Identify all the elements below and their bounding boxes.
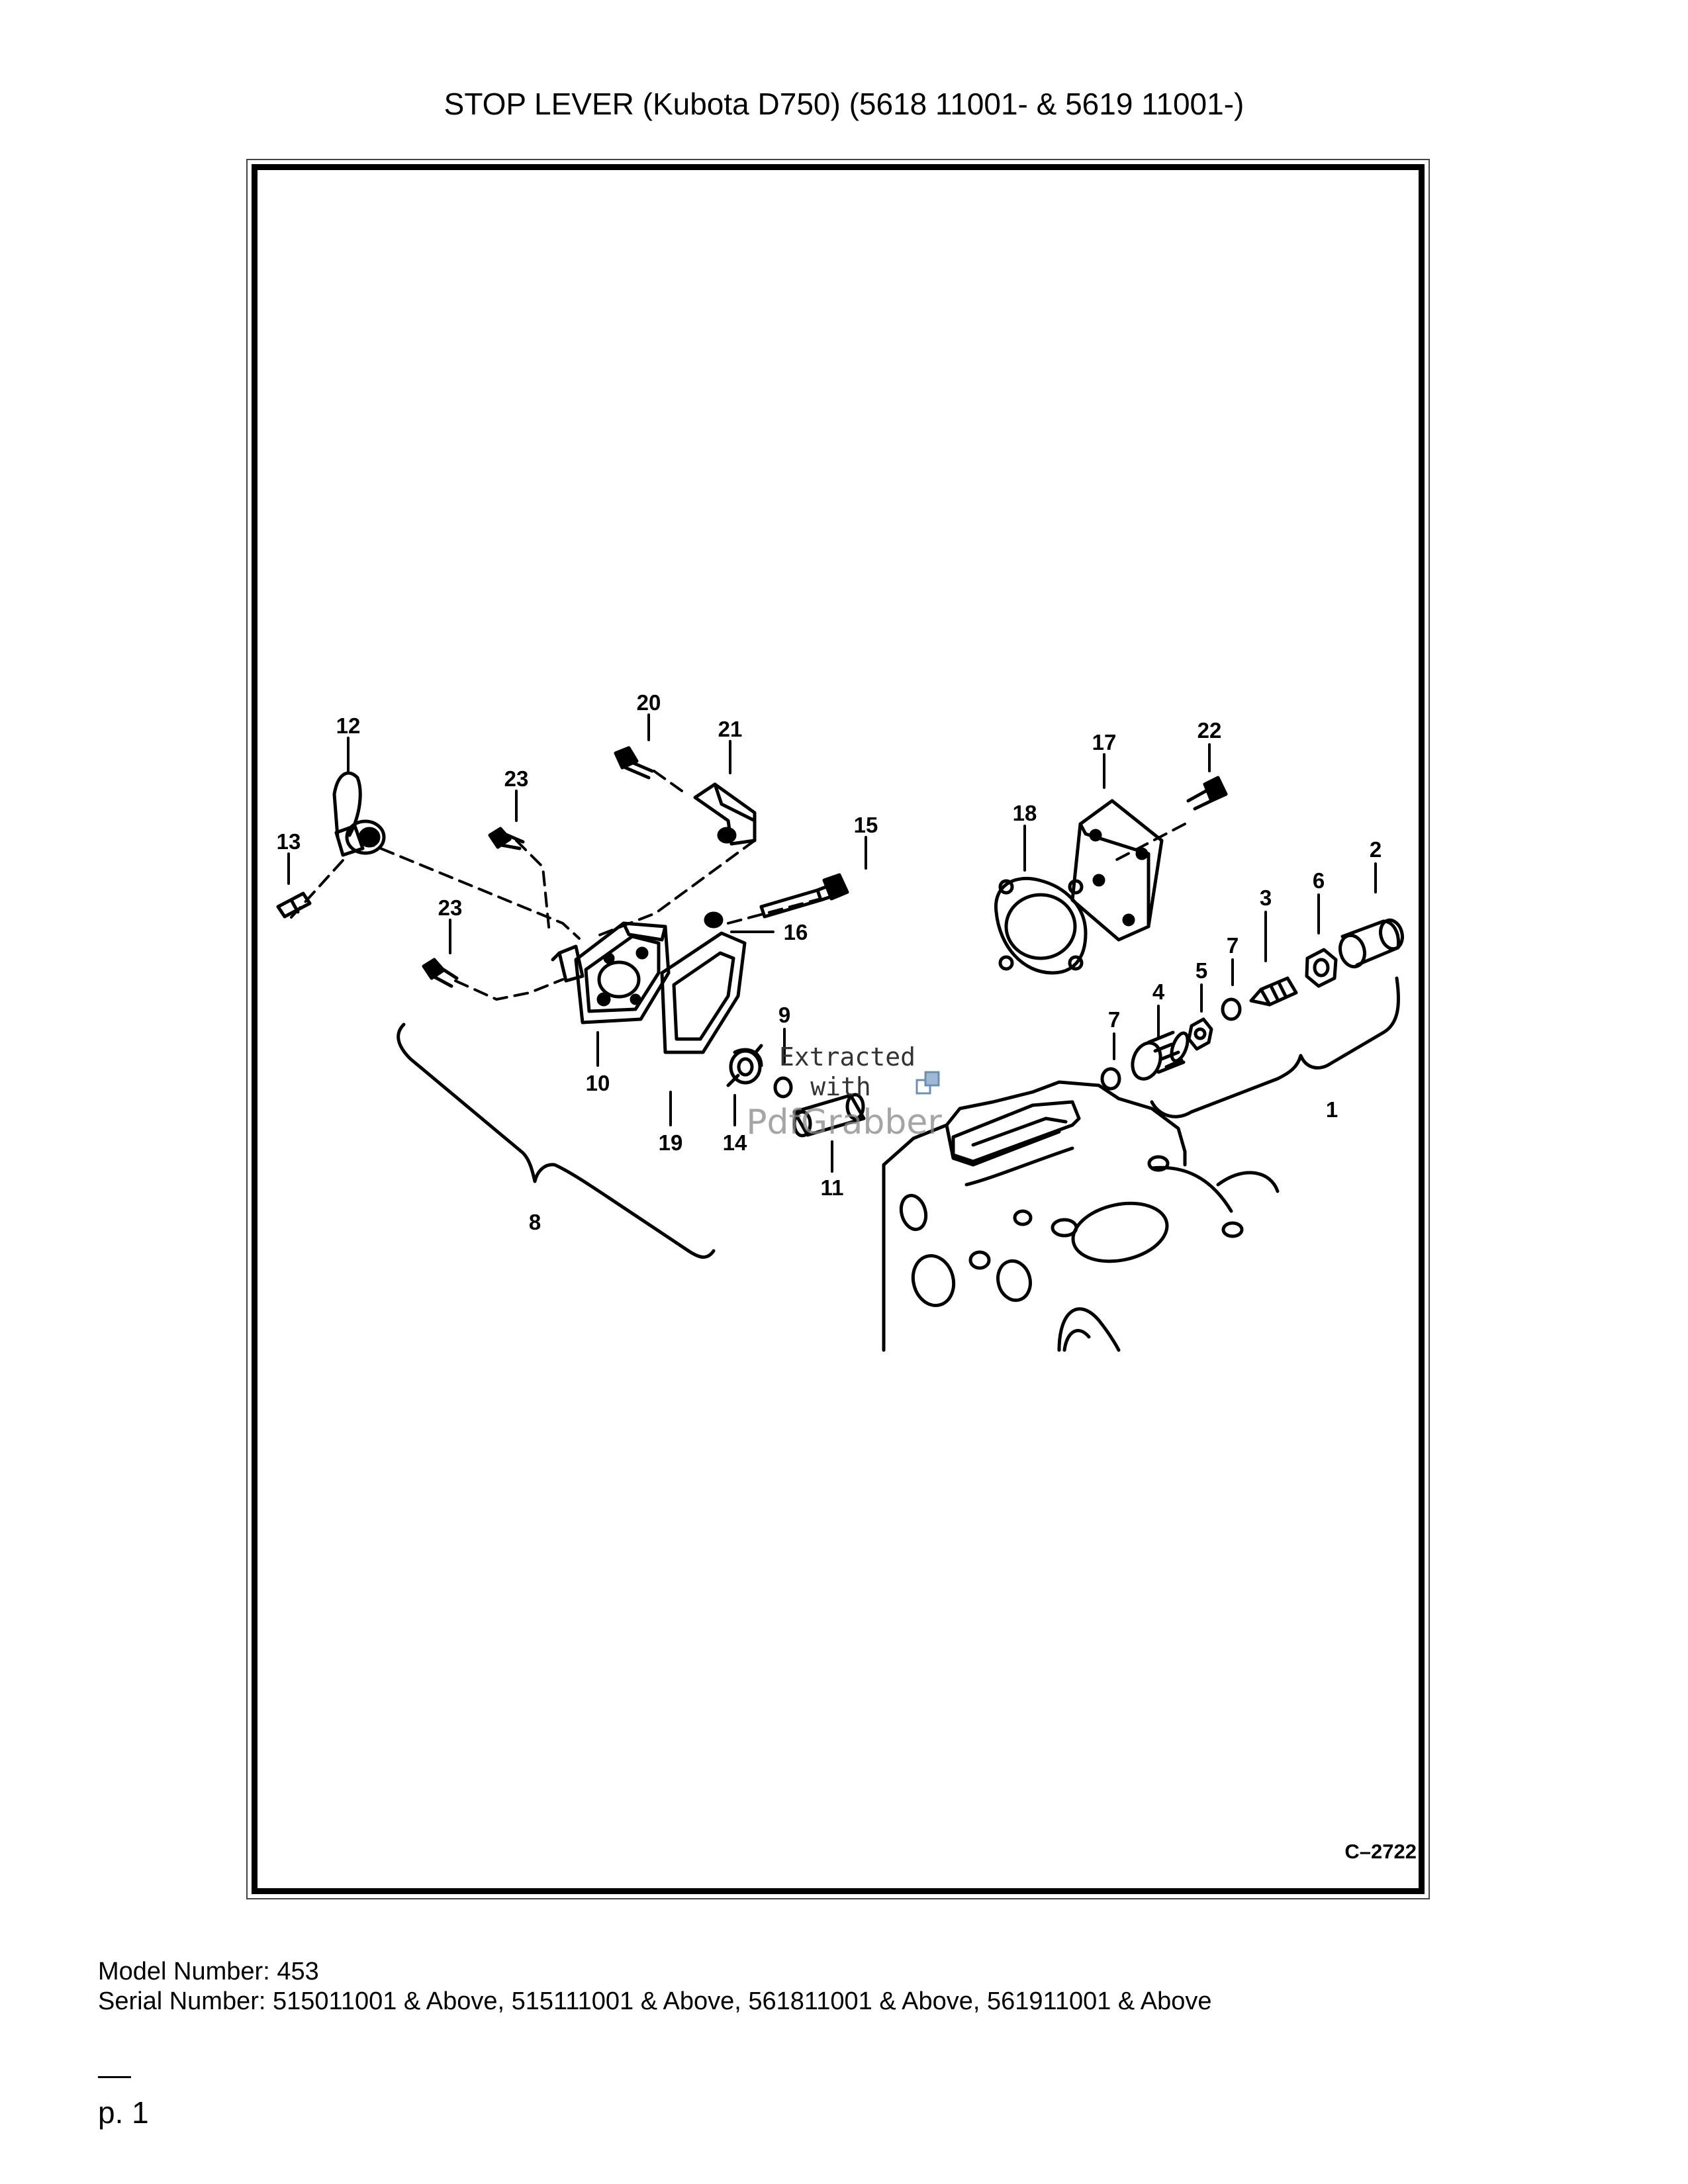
callout-17: 17 bbox=[1092, 730, 1117, 754]
part-3-screw bbox=[1249, 976, 1298, 1007]
part-7-washer-lower bbox=[1100, 1067, 1121, 1091]
part-5-nut bbox=[1187, 1017, 1213, 1051]
diagram-frame-outer bbox=[246, 159, 1430, 1899]
group-bracket-1 bbox=[1150, 976, 1400, 1118]
page-number: p. 1 bbox=[98, 2095, 149, 2130]
part-17-cover-plate bbox=[1070, 799, 1164, 942]
part-2-cap bbox=[1338, 918, 1404, 969]
callout-10: 10 bbox=[586, 1071, 610, 1095]
callout-21: 21 bbox=[718, 717, 743, 741]
part-10-housing bbox=[551, 921, 671, 1024]
callout-13: 13 bbox=[277, 829, 301, 854]
part-7-washer-upper bbox=[1221, 997, 1242, 1021]
page-divider bbox=[98, 2076, 131, 2078]
callout-4: 4 bbox=[1152, 979, 1165, 1004]
diagram-frame bbox=[252, 164, 1425, 1894]
callout-6: 6 bbox=[1313, 868, 1325, 893]
serial-number: Serial Number: 515011001 & Above, 515111… bbox=[98, 1987, 1212, 2015]
part-14-spring bbox=[726, 1044, 763, 1087]
callout-20: 20 bbox=[637, 690, 661, 715]
watermark-logo-icon bbox=[915, 1071, 940, 1095]
part-23-bolt-upper bbox=[488, 827, 525, 850]
assembly-lines bbox=[290, 770, 1186, 1001]
part-9-o-ring bbox=[773, 1076, 793, 1099]
part-16-nut bbox=[704, 911, 724, 929]
callout-22: 22 bbox=[1197, 718, 1222, 743]
callout-18: 18 bbox=[1013, 801, 1037, 825]
callout-3: 3 bbox=[1260, 886, 1272, 910]
part-23-bolt-lower bbox=[422, 958, 459, 988]
callout-1: 1 bbox=[1326, 1097, 1338, 1122]
callout-2: 2 bbox=[1370, 837, 1382, 862]
part-13-pin bbox=[276, 891, 312, 919]
group-bracket-8 bbox=[397, 1023, 716, 1259]
callout-23-lower: 23 bbox=[438, 895, 463, 920]
part-21-plate bbox=[693, 782, 757, 846]
callout-19: 19 bbox=[659, 1130, 683, 1155]
part-6-nut bbox=[1305, 948, 1338, 988]
callout-11: 11 bbox=[821, 1175, 844, 1200]
part-11-shaft bbox=[792, 1093, 866, 1138]
callout-23-upper: 23 bbox=[504, 766, 529, 791]
engine-block bbox=[882, 1080, 1280, 1352]
watermark-line-2: with bbox=[810, 1072, 871, 1101]
watermark-brand: PdfGrabber bbox=[746, 1103, 942, 1142]
callout-5: 5 bbox=[1196, 958, 1207, 983]
callout-15: 15 bbox=[854, 813, 878, 837]
part-12-stop-lever bbox=[332, 771, 386, 857]
callout-7-upper: 7 bbox=[1227, 933, 1239, 958]
part-22-bolt bbox=[1186, 776, 1228, 811]
part-19-gasket bbox=[660, 931, 747, 1054]
callout-12: 12 bbox=[336, 713, 361, 738]
callout-7-lower: 7 bbox=[1108, 1007, 1120, 1032]
part-20-bolt bbox=[614, 746, 654, 780]
leader-lines bbox=[287, 713, 1377, 1173]
part-4-spring bbox=[1131, 1030, 1190, 1081]
callout-8: 8 bbox=[529, 1210, 541, 1234]
watermark: Extracted with PdfGrabber bbox=[746, 1042, 942, 1142]
model-number: Model Number: 453 bbox=[98, 1958, 319, 1985]
callout-14: 14 bbox=[723, 1130, 747, 1155]
page-title: STOP LEVER (Kubota D750) (5618 11001- & … bbox=[444, 87, 1244, 121]
part-15-bolt bbox=[759, 873, 849, 919]
watermark-line-1: Extracted bbox=[779, 1042, 915, 1071]
callout-9: 9 bbox=[778, 1003, 790, 1027]
callout-16: 16 bbox=[784, 920, 808, 944]
figure-code: C–2722 bbox=[1344, 1840, 1417, 1863]
